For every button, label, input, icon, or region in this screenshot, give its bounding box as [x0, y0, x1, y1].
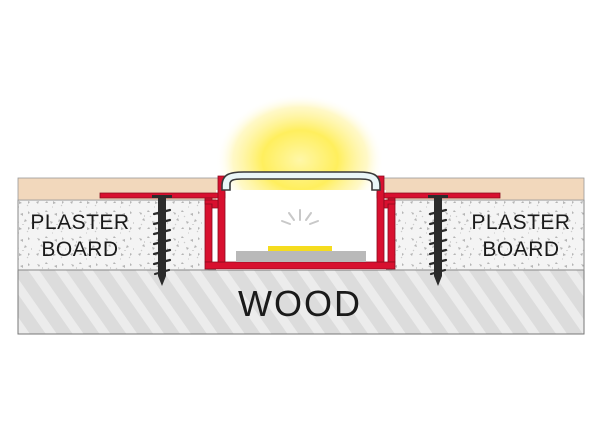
plaster-label-right-line1: PLASTER: [471, 211, 570, 234]
led-strip: [236, 246, 366, 262]
wood-label: WOOD: [238, 283, 362, 324]
screw-icon: [428, 195, 448, 286]
screw-icon: [152, 195, 172, 286]
plaster-board-left: [17, 199, 209, 271]
aluminium-profile: [99, 175, 501, 270]
wood-layer: [17, 269, 585, 335]
diffuser-cover: [221, 171, 381, 191]
plaster-label-right-line2: BOARD: [482, 238, 559, 261]
plaster-label-left-line2: BOARD: [41, 238, 118, 261]
light-rays: [281, 209, 319, 225]
plaster-label-left-line1: PLASTER: [30, 211, 129, 234]
